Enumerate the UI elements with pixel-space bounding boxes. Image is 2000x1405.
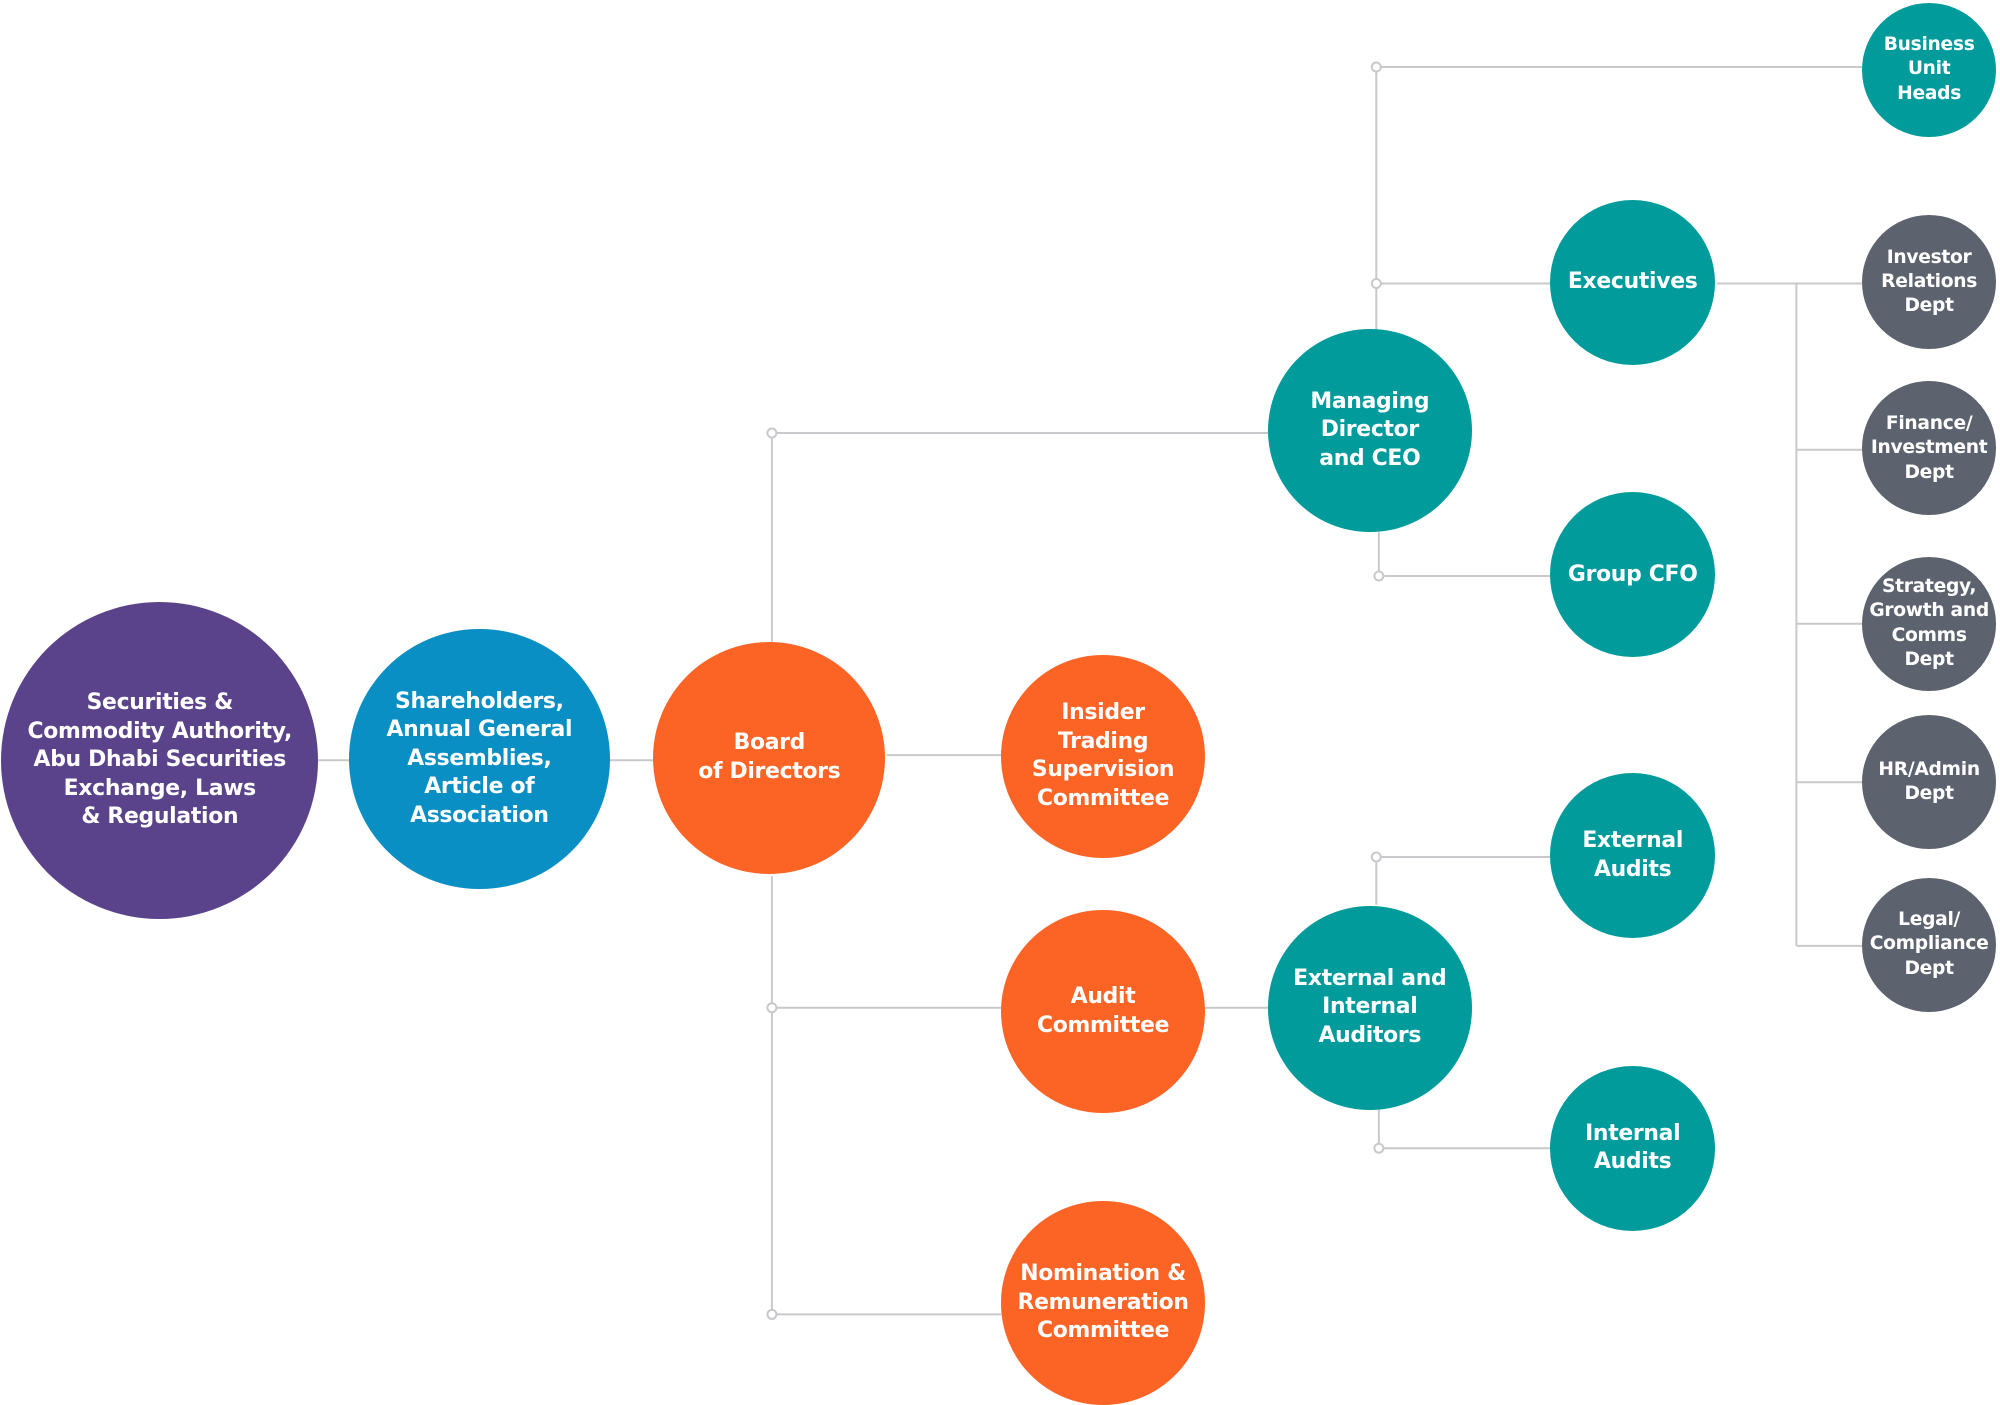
node-hr-admin-dept: HR/Admin Dept	[1862, 715, 1997, 850]
node-external-internal-auditors: External and Internal Auditors	[1268, 905, 1472, 1110]
node-shareholders: Shareholders, Annual General Assemblies,…	[349, 628, 610, 890]
node-internal-audits: Internal Audits	[1550, 1065, 1716, 1231]
node-strategy-growth-comms-dept: Strategy, Growth and Comms Dept	[1862, 556, 1997, 691]
connector-dot	[1370, 61, 1382, 73]
node-executives: Executives	[1550, 199, 1716, 365]
connector-dot	[1370, 851, 1382, 863]
connector-dot	[1373, 570, 1385, 582]
connector-dot	[766, 1002, 778, 1014]
connector-dot	[766, 1308, 778, 1320]
connector-dot	[766, 427, 778, 439]
node-audit-committee: Audit Committee	[1001, 909, 1205, 1114]
connector-dot	[1370, 278, 1382, 290]
node-securities-commodity-authority: Securities & Commodity Authority, Abu Dh…	[1, 601, 319, 919]
node-group-cfo: Group CFO	[1550, 492, 1716, 658]
node-business-unit-heads: Business Unit Heads	[1862, 2, 1997, 137]
node-investor-relations-dept: Investor Relations Dept	[1862, 215, 1997, 350]
node-insider-trading-committee: Insider Trading Supervision Committee	[1001, 654, 1205, 859]
node-finance-investment-dept: Finance/ Investment Dept	[1862, 381, 1997, 516]
connector-dot	[1373, 1142, 1385, 1154]
node-legal-compliance-dept: Legal/ Compliance Dept	[1862, 877, 1997, 1012]
node-nomination-remuneration-committee: Nomination & Remuneration Committee	[1001, 1201, 1205, 1405]
node-board-of-directors: Board of Directors	[653, 641, 886, 874]
node-external-audits: External Audits	[1550, 773, 1716, 939]
node-managing-director-ceo: Managing Director and CEO	[1268, 328, 1472, 533]
